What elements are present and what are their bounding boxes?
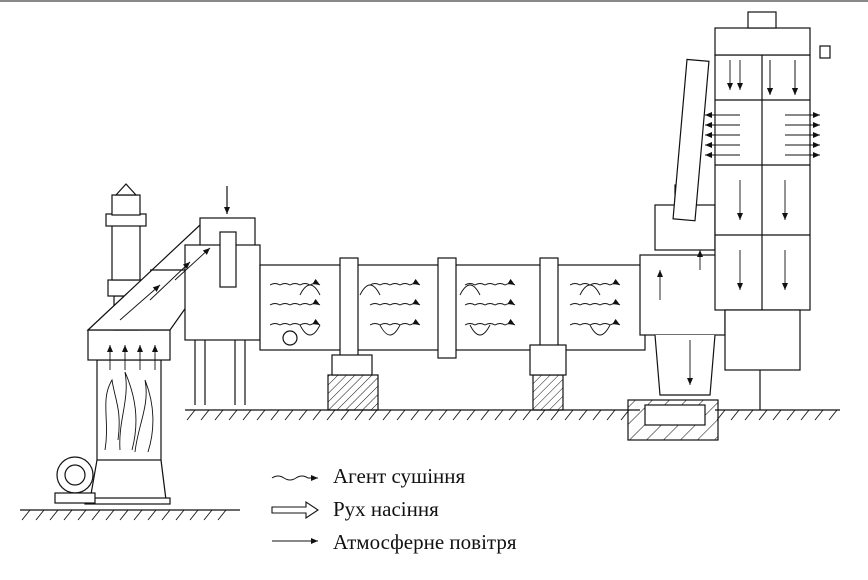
legend-symbols	[271, 475, 319, 544]
drying-agent-arrow	[569, 298, 621, 306]
ground-hatch-tick	[786, 409, 796, 421]
ground-hatch-tick	[508, 409, 518, 421]
ground-hatch-tick	[730, 409, 740, 421]
drying-agent-arrow	[269, 298, 321, 306]
ground-hatch-tick	[744, 409, 754, 421]
ground-hatch-tick	[284, 409, 294, 421]
ground-hatch-tick	[382, 409, 392, 421]
ground-hatch-tick	[161, 509, 171, 521]
ground-hatch-tick	[35, 509, 45, 521]
ground-hatch-tick	[21, 509, 31, 521]
ground-hatch-tick	[147, 509, 157, 521]
discharge-chamber	[627, 184, 726, 441]
ground	[20, 409, 840, 521]
ground-hatch-tick	[175, 509, 185, 521]
ground-hatch-tick	[550, 409, 560, 421]
ground-hatch-tick	[354, 409, 364, 421]
ground-hatch-tick	[494, 409, 504, 421]
airflow-arrows	[107, 60, 820, 385]
ground-hatch-tick	[452, 409, 462, 421]
ground-hatch-tick	[814, 409, 824, 421]
flow-arrow	[119, 284, 161, 321]
cooling-column	[672, 11, 831, 410]
ground-hatch-tick	[326, 409, 336, 421]
legend-label-atmospheric-air: Атмосферне повітря	[333, 530, 517, 554]
ground-hatch-tick	[800, 409, 810, 421]
ground-hatch-tick	[49, 509, 59, 521]
furnace	[54, 329, 171, 505]
ground-hatch-tick	[772, 409, 782, 421]
ground-hatch-tick	[480, 409, 490, 421]
drying-agent-arrow	[464, 278, 516, 286]
legend-label-drying-agent: Агент сушіння	[333, 464, 466, 488]
ground-hatch-tick	[189, 509, 199, 521]
ground-hatch-tick	[396, 409, 406, 421]
legend-label-seed-movement: Рух насіння	[333, 497, 439, 521]
drying-agent-arrow	[569, 278, 621, 286]
ground-hatch-tick	[438, 409, 448, 421]
ground-hatch-tick	[564, 409, 574, 421]
ground-hatch-tick	[340, 409, 350, 421]
drying-agent-arrow	[269, 278, 321, 286]
flow-arrow	[174, 247, 211, 281]
ground-hatch-tick	[203, 509, 213, 521]
ground-hatch-tick	[217, 509, 227, 521]
drum-supports	[327, 344, 567, 411]
ground-hatch-tick	[758, 409, 768, 421]
ground-hatch-tick	[466, 409, 476, 421]
ground-hatch-tick	[133, 509, 143, 521]
drying-agent-arrow	[369, 318, 421, 326]
ground-hatch-tick	[228, 409, 238, 421]
drying-agent-arrow	[369, 278, 421, 286]
ground-hatch-tick	[119, 509, 129, 521]
ground-hatch-tick	[77, 509, 87, 521]
flow-arrow	[149, 261, 191, 301]
ground-hatch-tick	[368, 409, 378, 421]
ground-hatch-tick	[270, 409, 280, 421]
drying-agent-arrow	[369, 298, 421, 306]
ground-hatch-tick	[606, 409, 616, 421]
drying-agent-arrow	[569, 318, 621, 326]
ground-hatch-tick	[578, 409, 588, 421]
ground-hatch-tick	[424, 409, 434, 421]
drying-agent-arrow	[464, 298, 516, 306]
ground-hatch-tick	[91, 509, 101, 521]
ground-hatch-tick	[298, 409, 308, 421]
hollow-arrow-icon	[271, 500, 319, 520]
ground-hatch-tick	[312, 409, 322, 421]
drying-agent-arrow	[269, 318, 321, 326]
ground-hatch-tick	[256, 409, 266, 421]
ground-hatch-tick	[186, 409, 196, 421]
ground-hatch-tick	[592, 409, 602, 421]
drying-agent-arrow	[464, 318, 516, 326]
ground-hatch-tick	[214, 409, 224, 421]
ground-hatch-tick	[536, 409, 546, 421]
ground-hatch-tick	[242, 409, 252, 421]
ground-hatch-tick	[522, 409, 532, 421]
ground-hatch-tick	[828, 409, 838, 421]
ground-hatch-tick	[200, 409, 210, 421]
rotary-drum	[259, 257, 646, 359]
ground-hatch-tick	[410, 409, 420, 421]
ground-hatch-tick	[63, 509, 73, 521]
loading-chamber	[184, 231, 261, 405]
wavy-arrow-icon	[271, 475, 318, 481]
ground-hatch-tick	[105, 509, 115, 521]
